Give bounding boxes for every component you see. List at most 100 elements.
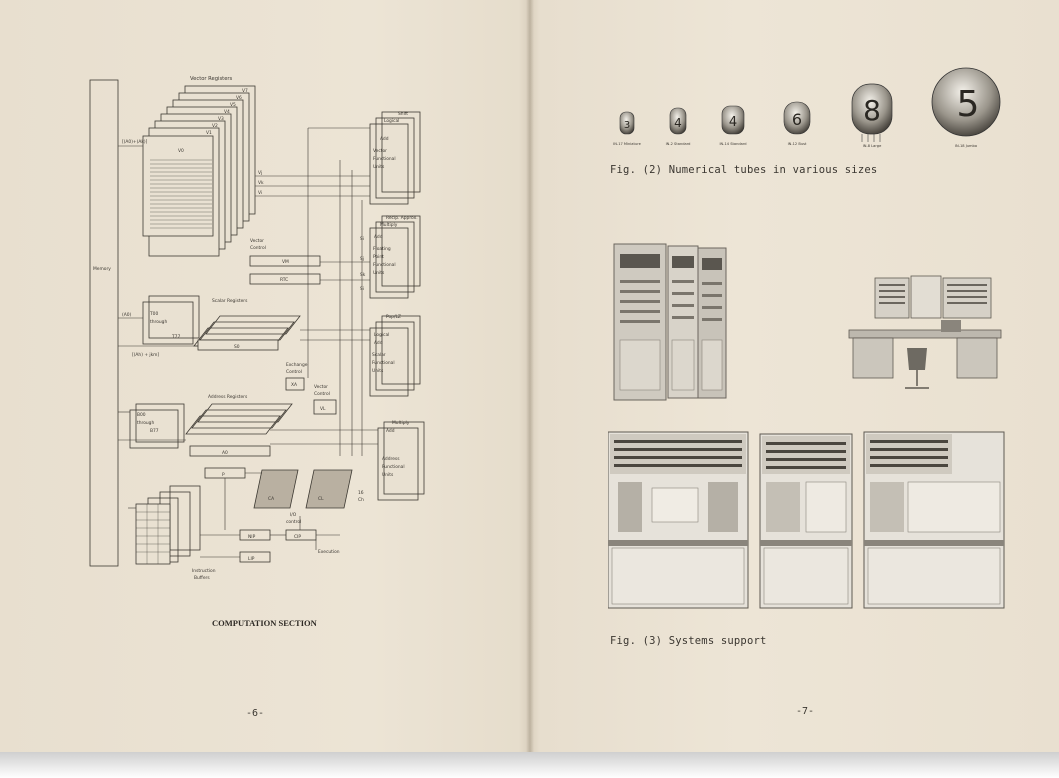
svg-text:3: 3: [624, 120, 630, 131]
svg-text:V5: V5: [230, 102, 236, 108]
tube-in-14: 4 IN-14 Standard: [719, 105, 747, 146]
svg-text:Functional: Functional: [372, 360, 395, 366]
tube-in-18: 5 IN-18 Jumbo: [931, 67, 1001, 148]
svg-text:IN-8 Large: IN-8 Large: [863, 144, 882, 148]
svg-text:LIP: LIP: [248, 556, 255, 562]
svg-text:NIP: NIP: [248, 534, 256, 540]
ca-register: [253, 469, 299, 509]
rtc-register: [249, 273, 321, 285]
address-register-stack: [185, 403, 293, 457]
svg-text:Vi: Vi: [258, 190, 262, 196]
vector-registers-label: Vector Registers: [190, 76, 233, 82]
svg-text:XA: XA: [291, 382, 297, 388]
svg-text:B00: B00: [137, 412, 146, 418]
tube-in-12: 6 IN-12 Bust: [783, 101, 811, 146]
svg-text:I/O: I/O: [290, 512, 297, 518]
svg-text:CL: CL: [318, 496, 324, 502]
scalar-registers-label: Scalar Registers: [212, 298, 248, 304]
svg-text:Logical: Logical: [384, 118, 399, 124]
svg-text:8: 8: [863, 94, 881, 127]
page-number-right: -7-: [796, 706, 815, 717]
svg-text:IN-12 Bust: IN-12 Bust: [788, 142, 807, 146]
scalar-register-stack: [193, 315, 301, 351]
svg-text:Add: Add: [386, 428, 395, 434]
svg-text:S0: S0: [234, 344, 240, 350]
memory-block: [89, 79, 119, 567]
svg-text:B77: B77: [150, 428, 159, 434]
svg-text:Add: Add: [380, 136, 389, 142]
bottom-shadow: [0, 752, 1059, 778]
svg-text:Vector: Vector: [373, 148, 387, 154]
svg-text:Scalar: Scalar: [372, 352, 386, 358]
rack-cabinets-photo: [613, 243, 727, 401]
svg-text:Units: Units: [373, 164, 385, 170]
svg-text:Add: Add: [374, 234, 383, 240]
svg-text:Control: Control: [250, 245, 266, 251]
svg-text:CA: CA: [268, 496, 274, 502]
svg-text:through: through: [137, 420, 154, 426]
systems-support-panels-photo: [608, 431, 1005, 609]
book-gutter: [526, 0, 534, 752]
svg-text:Exchange: Exchange: [286, 362, 308, 368]
svg-text:[(A0)+(Ak)]: [(A0)+(Ak)]: [122, 139, 148, 145]
svg-text:Si: Si: [360, 286, 364, 292]
book-spread: Vector Registers V7 V6 V5 V4 V3 V2 V1 V0…: [0, 0, 1059, 752]
svg-text:Pop/LZ: Pop/LZ: [386, 314, 401, 320]
numerical-tubes-figure: 3 IN-17 Miniature 4 IN-2 Standard 4 IN-1…: [613, 67, 1001, 148]
svg-text:Sk: Sk: [360, 272, 366, 278]
svg-text:Add: Add: [374, 340, 383, 346]
vm-register: [249, 255, 321, 267]
svg-text:Instruction: Instruction: [192, 568, 216, 574]
svg-text:V3: V3: [218, 116, 224, 122]
svg-text:T00: T00: [149, 311, 158, 317]
svg-text:Vj: Vj: [258, 170, 262, 176]
svg-text:(A0): (A0): [122, 312, 132, 318]
page-number-left: -6-: [246, 708, 265, 719]
svg-text:Sj: Sj: [360, 256, 364, 262]
svg-text:RTC: RTC: [280, 277, 288, 283]
fig2-caption: Fig. (2) Numerical tubes in various size…: [610, 164, 878, 176]
p-register: [204, 467, 246, 479]
svg-text:5: 5: [957, 84, 980, 125]
svg-text:V4: V4: [224, 109, 230, 115]
svg-text:Functional: Functional: [373, 262, 396, 268]
svg-text:A0: A0: [222, 450, 228, 456]
address-registers-label: Address Registers: [208, 394, 248, 400]
svg-text:Units: Units: [372, 368, 384, 374]
svg-text:P: P: [222, 472, 225, 478]
svg-text:Buffers: Buffers: [194, 575, 210, 581]
svg-text:Units: Units: [373, 270, 385, 276]
svg-text:VM: VM: [282, 259, 289, 265]
svg-text:Ch: Ch: [358, 497, 364, 503]
svg-text:Point: Point: [373, 254, 384, 260]
svg-text:V1: V1: [206, 130, 212, 136]
svg-text:VL: VL: [320, 406, 326, 412]
svg-text:IN-14 Standard: IN-14 Standard: [719, 142, 746, 146]
svg-text:[(Ah) + jkm]: [(Ah) + jkm]: [132, 352, 159, 358]
diagram-title: COMPUTATION SECTION: [212, 618, 317, 628]
svg-text:control: control: [286, 519, 301, 525]
svg-text:T77: T77: [171, 334, 180, 340]
t-register-block: [142, 301, 194, 345]
svg-text:Shift: Shift: [398, 111, 408, 117]
vl-register: [313, 399, 337, 415]
svg-text:V0: V0: [178, 148, 184, 154]
svg-text:6: 6: [792, 110, 802, 129]
svg-text:IN-17 Miniature: IN-17 Miniature: [613, 142, 641, 146]
panel-middle: [759, 433, 853, 609]
svg-text:V2: V2: [212, 123, 218, 129]
tube-in-2: 4 IN-2 Standard: [666, 107, 690, 146]
left-page: Vector Registers V7 V6 V5 V4 V3 V2 V1 V0…: [0, 0, 530, 752]
svg-text:Execution: Execution: [318, 549, 340, 555]
svg-text:IN-18 Jumbo: IN-18 Jumbo: [955, 144, 977, 148]
svg-text:Multiply: Multiply: [380, 222, 398, 228]
svg-text:4: 4: [674, 116, 682, 130]
svg-text:Functional: Functional: [382, 464, 405, 470]
svg-text:CIP: CIP: [294, 534, 301, 540]
svg-text:Multiply: Multiply: [392, 420, 410, 426]
cl-register: [305, 469, 353, 509]
tube-in-8: 8 IN-8 Large: [851, 83, 893, 148]
svg-text:Si: Si: [360, 236, 364, 242]
svg-text:16: 16: [358, 490, 364, 496]
svg-text:4: 4: [729, 115, 737, 130]
